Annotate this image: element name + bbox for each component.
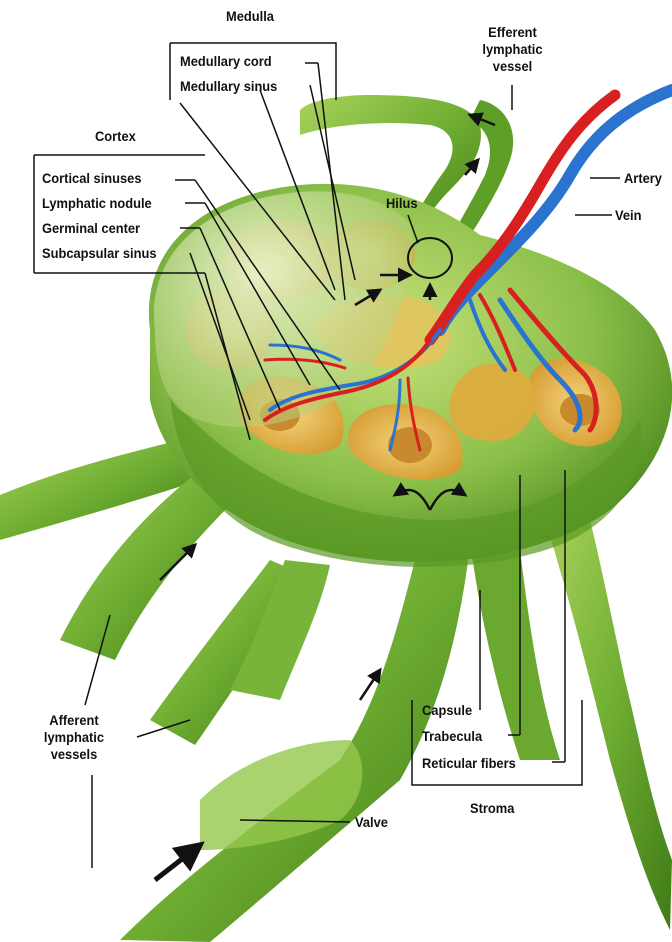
label-efferent-line2: lymphatic [473, 41, 551, 58]
label-hilus: Hilus [386, 195, 417, 212]
label-cortex: Cortex [95, 128, 136, 145]
label-reticular-fibers: Reticular fibers [422, 755, 516, 772]
label-cortical-sinuses: Cortical sinuses [42, 170, 142, 187]
label-medulla: Medulla [218, 8, 282, 25]
label-efferent-line3: vessel [473, 58, 551, 75]
label-efferent-vessel: Efferent lymphatic vessel [473, 24, 551, 75]
label-valve: Valve [355, 814, 388, 831]
label-germinal-center: Germinal center [42, 220, 140, 237]
label-artery: Artery [624, 170, 662, 187]
label-medullary-cord: Medullary cord [180, 53, 272, 70]
label-stroma: Stroma [470, 800, 514, 817]
label-afferent-line3: vessels [37, 746, 111, 763]
label-afferent-vessels: Afferent lymphatic vessels [37, 712, 111, 763]
label-afferent-line1: Afferent [37, 712, 111, 729]
label-subcapsular-sinus: Subcapsular sinus [42, 245, 157, 262]
label-trabecula: Trabecula [422, 728, 482, 745]
label-capsule: Capsule [422, 702, 472, 719]
label-vein: Vein [615, 207, 641, 224]
label-medullary-sinus: Medullary sinus [180, 78, 277, 95]
label-lymphatic-nodule: Lymphatic nodule [42, 195, 152, 212]
label-afferent-line2: lymphatic [37, 729, 111, 746]
label-efferent-line1: Efferent [473, 24, 551, 41]
